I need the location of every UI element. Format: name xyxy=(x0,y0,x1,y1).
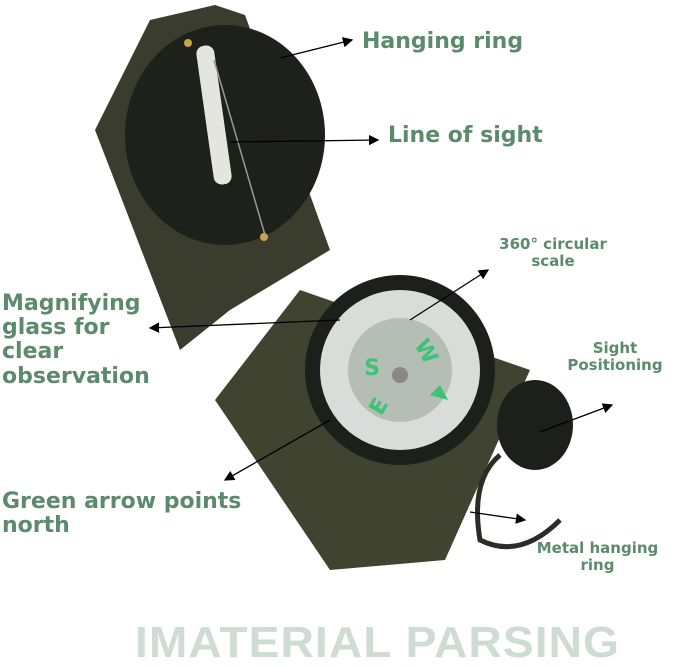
label-circular-scale: 360° circular scale xyxy=(499,235,607,270)
label-magnifying-glass: Magnifying glass for clear observation xyxy=(2,291,150,389)
label-line-of-sight: Line of sight xyxy=(388,123,543,148)
watermark: IMATERIAL PARSING xyxy=(135,618,621,667)
dial-letter-s: S xyxy=(364,356,380,381)
label-metal-hanging-ring: Metal hanging ring xyxy=(536,539,659,574)
rear-sight xyxy=(497,380,573,470)
label-green-arrow: Green arrow points north xyxy=(2,489,242,539)
label-hanging-ring: Hanging ring xyxy=(362,29,524,54)
sight-slot xyxy=(196,45,232,185)
label-sight-positioning: Sight Positioning xyxy=(567,339,663,374)
green-arrow xyxy=(430,385,448,400)
